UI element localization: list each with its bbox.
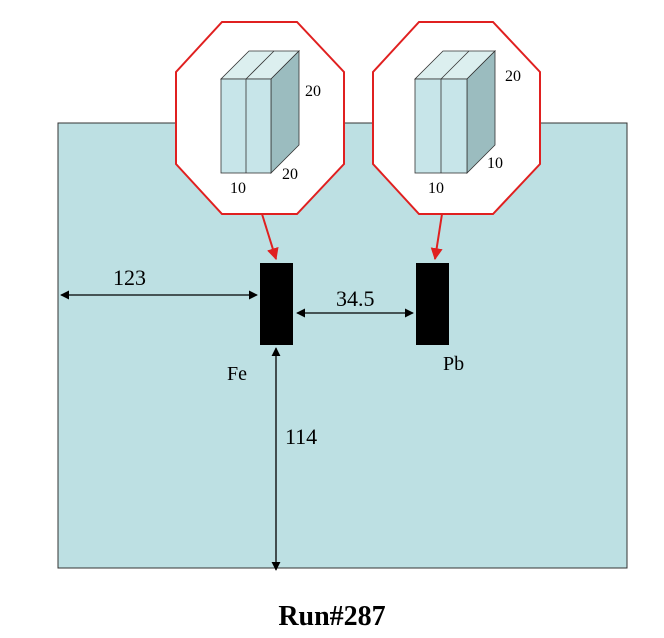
pb-block-icon	[414, 50, 496, 174]
wall-to-fe-label: 123	[113, 265, 146, 290]
fe-block-depth-label: 20	[282, 166, 298, 183]
fe-to-bottom-label: 114	[285, 424, 317, 449]
fe-material-label: Fe	[227, 363, 247, 385]
fe-callout: 20 20 10	[175, 21, 345, 261]
pb-callout-arrow	[430, 213, 443, 261]
fe-block-width-label: 10	[230, 180, 246, 197]
fe-callout-arrow	[261, 213, 279, 261]
pb-material-label: Pb	[443, 353, 464, 375]
pb-callout: 20 10 10	[372, 21, 541, 261]
fe-target	[260, 263, 293, 345]
pb-block-height-label: 20	[505, 68, 521, 85]
pb-block-depth-label: 10	[487, 155, 503, 172]
fe-to-pb-label: 34.5	[336, 286, 375, 311]
pb-target	[416, 263, 449, 345]
pool-region	[57, 122, 628, 569]
run-label: Run#287	[278, 601, 385, 632]
fe-block-icon	[220, 50, 300, 174]
fe-block-height-label: 20	[305, 83, 321, 100]
pb-block-width-label: 10	[428, 180, 444, 197]
